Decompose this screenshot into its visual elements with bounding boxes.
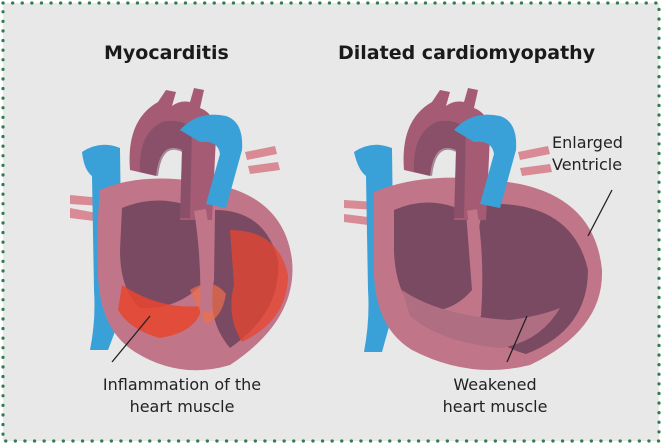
inflammation-label-line2: heart muscle <box>72 396 292 418</box>
enlarged-label-line1: Enlarged <box>552 132 664 154</box>
inflammation-pointer-line <box>112 316 150 362</box>
inflammation-label: Inflammation of the heart muscle <box>72 374 292 418</box>
inflammation-label-line1: Inflammation of the <box>72 374 292 396</box>
weakened-label: Weakened heart muscle <box>410 374 580 418</box>
enlarged-ventricle-label: Enlarged Ventricle <box>552 132 664 176</box>
enlarged-pointer-line <box>588 190 612 236</box>
weakened-label-line2: heart muscle <box>410 396 580 418</box>
weakened-pointer-line <box>507 316 527 362</box>
weakened-label-line1: Weakened <box>410 374 580 396</box>
enlarged-label-line2: Ventricle <box>552 154 664 176</box>
